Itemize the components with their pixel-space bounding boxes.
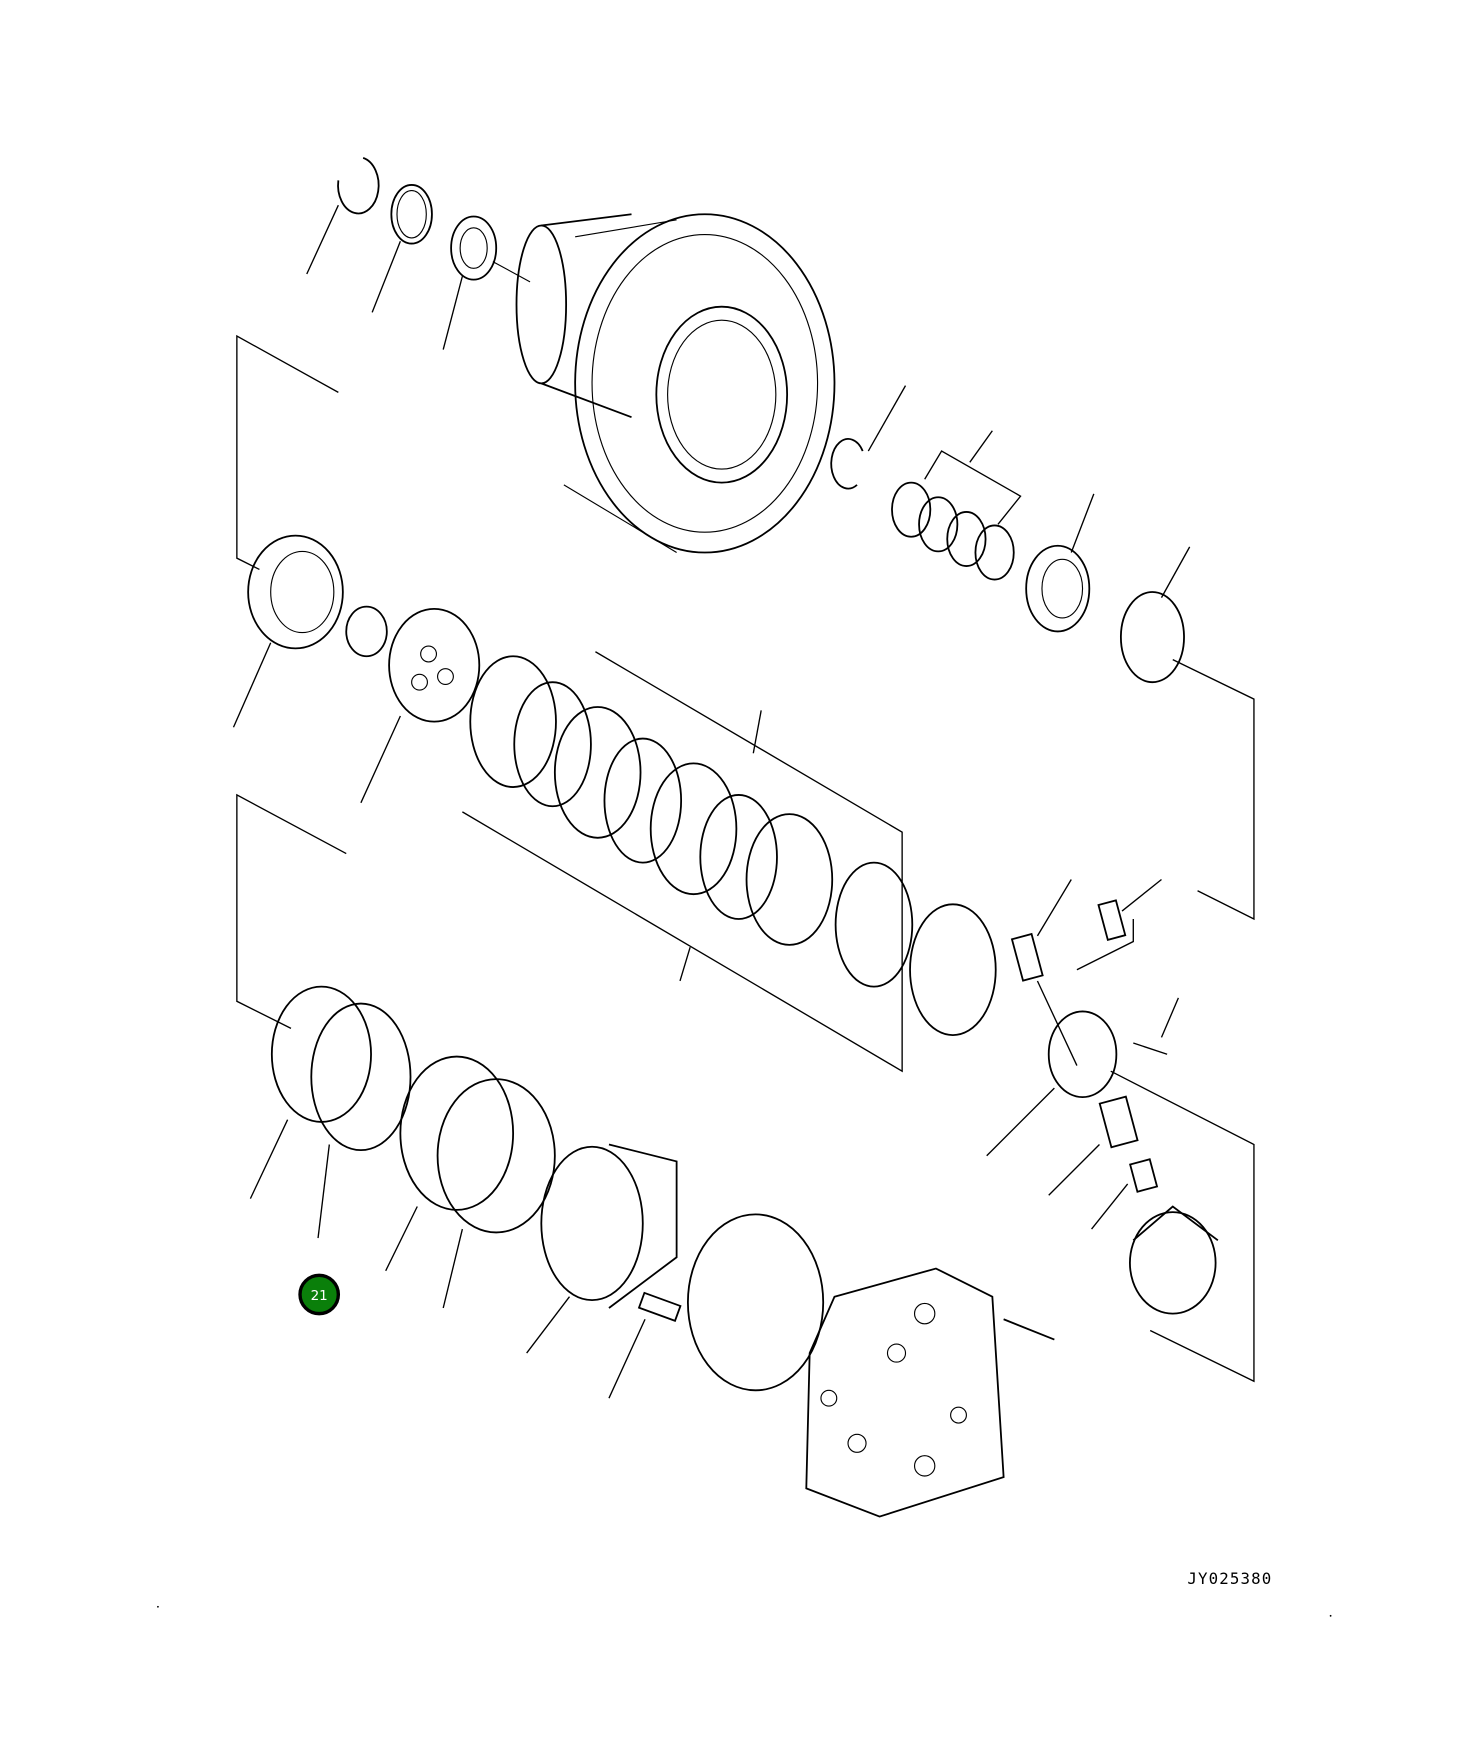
spacer-rings [891, 430, 1022, 581]
callout-21[interactable]: 21 [298, 1273, 341, 1316]
leader-bracket-right-upper [1172, 659, 1255, 921]
callout-number: 21 [311, 1288, 328, 1304]
bearing-left [232, 534, 344, 728]
spring [608, 1291, 682, 1399]
snap-ring-top [306, 157, 380, 275]
seal [442, 215, 531, 350]
piston-springs [1048, 1095, 1159, 1230]
callout-badge[interactable] [298, 1273, 341, 1316]
brake-piston [526, 1143, 678, 1354]
o-rings-lower [249, 985, 556, 1309]
large-o-ring [686, 1213, 825, 1392]
valve-body [805, 1267, 1055, 1518]
motor-housing [515, 213, 836, 554]
leader-bracket-left-upper [236, 334, 339, 571]
motor-cover [1129, 1205, 1219, 1315]
leader-bracket-left-lower [236, 793, 347, 1029]
snap-ring-right [830, 385, 907, 490]
bearing-right [1025, 493, 1095, 633]
brake-plates [462, 651, 997, 1073]
washer [371, 184, 433, 313]
shaft-cylinder-block [345, 605, 481, 804]
drawing-code: JY025380 [1187, 1569, 1272, 1588]
valve-spools [1010, 878, 1162, 1066]
valve-plate [986, 997, 1255, 1383]
nut [1119, 546, 1191, 684]
